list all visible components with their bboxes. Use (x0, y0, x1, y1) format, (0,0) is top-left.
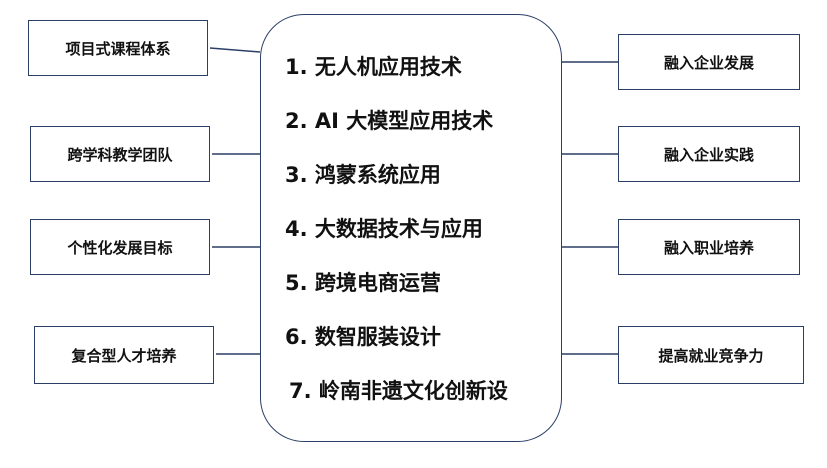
right-box-label: 融入企业发展 (663, 53, 754, 72)
left-box-label: 复合型人才培养 (71, 346, 177, 365)
left-box-personal-goals: 个性化发展目标 (30, 219, 210, 275)
left-box-label: 个性化发展目标 (67, 238, 173, 257)
program-item: 2. AI 大模型应用技术 (285, 109, 494, 133)
right-box-vocational-training: 融入职业培养 (618, 219, 800, 275)
right-box-label: 提高就业竞争力 (658, 346, 764, 365)
left-box-label: 项目式课程体系 (65, 39, 171, 58)
right-box-label: 融入企业实践 (663, 145, 754, 164)
left-box-interdisciplinary-team: 跨学科教学团队 (30, 126, 210, 182)
program-item: 1. 无人机应用技术 (285, 55, 462, 79)
program-list-box: 1. 无人机应用技术 2. AI 大模型应用技术 3. 鸿蒙系统应用 4. 大数… (260, 14, 562, 442)
right-box-enterprise-development: 融入企业发展 (618, 34, 800, 90)
program-item: 5. 跨境电商运营 (285, 271, 441, 295)
right-box-enterprise-practice: 融入企业实践 (618, 126, 800, 182)
connector-line (209, 47, 261, 53)
program-item: 7. 岭南非遗文化创新设 (289, 379, 508, 403)
left-box-project-curriculum: 项目式课程体系 (28, 20, 208, 76)
left-box-label: 跨学科教学团队 (67, 145, 173, 164)
right-box-label: 融入职业培养 (663, 238, 754, 257)
left-box-composite-talent: 复合型人才培养 (34, 326, 214, 384)
program-item: 6. 数智服装设计 (285, 325, 441, 349)
program-item: 3. 鸿蒙系统应用 (285, 163, 441, 187)
program-item: 4. 大数据技术与应用 (285, 217, 483, 241)
right-box-employability: 提高就业竞争力 (618, 326, 804, 384)
